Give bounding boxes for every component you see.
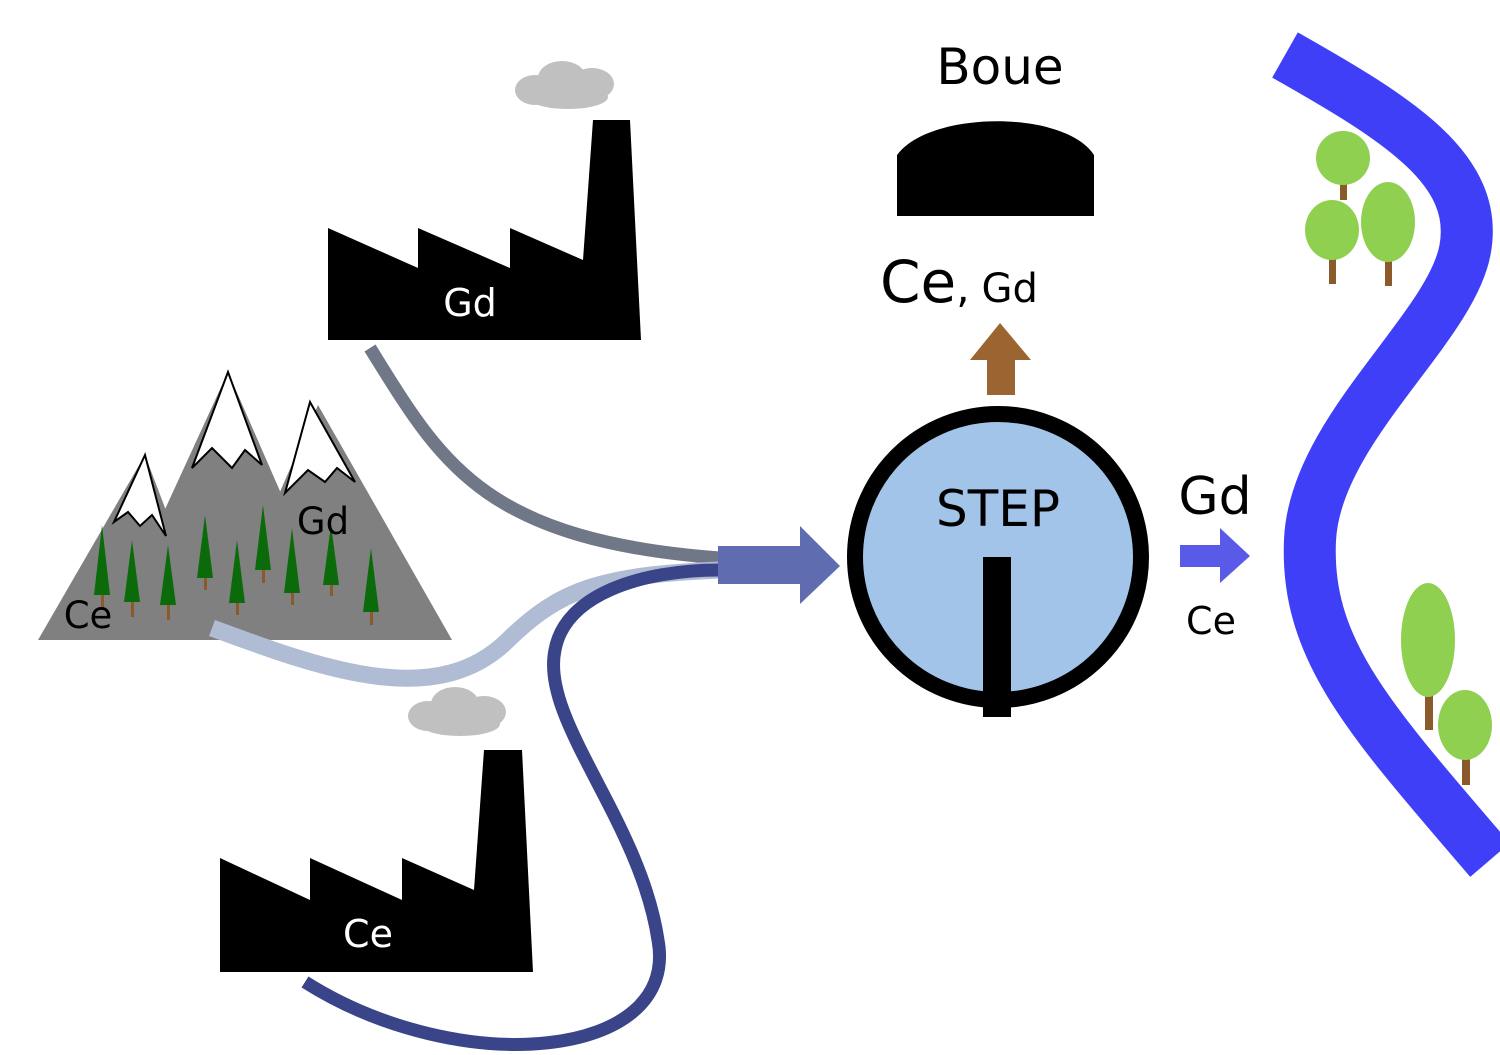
smoke-cloud-icon (515, 61, 614, 109)
snowcap-left (111, 452, 167, 537)
deciduous-tree (1438, 690, 1492, 785)
boue-label: Boue (936, 38, 1063, 96)
factory-building (328, 120, 641, 340)
mountain-gd-label: Gd (297, 500, 349, 543)
sludge-ce-label: Ce (880, 248, 956, 316)
outflow-ce-label: Ce (1186, 599, 1236, 643)
step-plant: STEP (847, 406, 1149, 717)
factory-bottom-label: Ce (343, 912, 393, 956)
factory-top-label: Gd (443, 281, 497, 325)
snowcap-right (283, 399, 356, 497)
pipe-factory-bottom (301, 563, 721, 1051)
sludge-arrow-icon (970, 323, 1031, 395)
sludge-pile-icon (897, 121, 1094, 216)
conifer-tree (255, 505, 271, 583)
deciduous-tree (1361, 182, 1415, 286)
conifer-tree (197, 515, 213, 590)
factory-top: Gd (328, 61, 641, 340)
pipe-factory-top (364, 344, 721, 565)
smoke-cloud-icon (408, 687, 506, 736)
conifer-tree (323, 525, 339, 596)
conifer-tree (124, 540, 140, 617)
mountain-range: Gd Ce (38, 369, 452, 640)
outflow-arrow-icon (1180, 528, 1250, 583)
mountain-ce-label: Ce (64, 594, 113, 637)
conifer-tree (363, 548, 379, 625)
river (1272, 32, 1500, 877)
sludge-metals-label: Ce, Gd (880, 248, 1038, 316)
deciduous-tree (1305, 200, 1359, 284)
deciduous-tree (1401, 583, 1455, 730)
riverbank-trees (1305, 131, 1492, 785)
snowcap-center (191, 369, 263, 470)
factory-bottom: Ce (220, 687, 533, 972)
sludge-gd-label: Gd (982, 266, 1038, 312)
step-valve-stem (983, 557, 1011, 717)
step-label: STEP (936, 480, 1060, 538)
conifer-tree (94, 525, 110, 610)
factory-building (220, 750, 533, 972)
conifer-tree (160, 545, 176, 620)
deciduous-tree (1316, 131, 1370, 200)
pipes (209, 344, 721, 1051)
outflow-gd-label: Gd (1178, 467, 1251, 527)
sludge: Boue Ce, Gd (880, 38, 1094, 395)
sludge-separator: , (956, 263, 969, 312)
conifer-tree (229, 540, 245, 615)
conifer-tree (284, 528, 300, 605)
inflow-arrow (718, 526, 840, 604)
conifers (94, 505, 379, 625)
outflow: Gd Ce (1178, 467, 1251, 643)
